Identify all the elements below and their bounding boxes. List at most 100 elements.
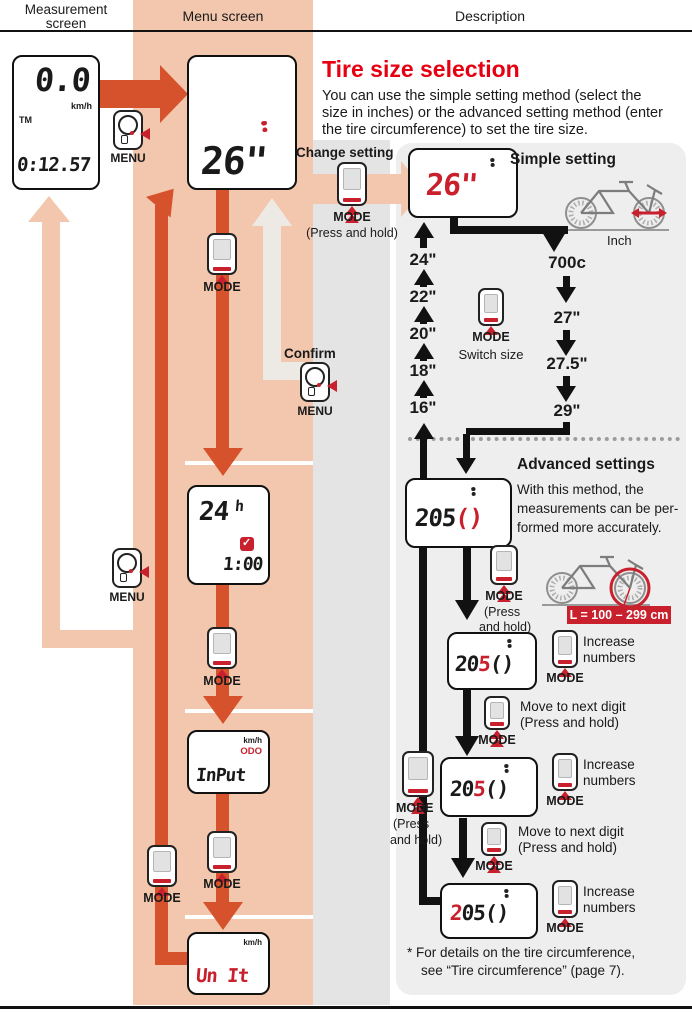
larrow2-s xyxy=(420,320,427,324)
screen-divider-2 xyxy=(185,709,313,713)
elbow1-head xyxy=(542,232,566,252)
mode-button-next2-label: MODE xyxy=(475,859,513,873)
mode-button-next1 xyxy=(484,696,510,747)
speed-unit: km/h xyxy=(70,101,92,111)
time-value: 0:12.57 xyxy=(16,154,92,176)
larrow-top-shaft xyxy=(420,236,427,248)
size-29: 29" xyxy=(553,401,581,420)
mode-button-switch-label: MODE xyxy=(472,330,510,344)
clock-24-value: 24 xyxy=(197,497,230,527)
mode-path-1 xyxy=(216,190,229,458)
mode-button-nav1-label: MODE xyxy=(203,280,241,294)
menu-loop-hline xyxy=(155,952,187,965)
menu-loop-vline xyxy=(155,205,168,957)
move-next-1-hold: (Press and hold) xyxy=(520,715,620,730)
size-24: 24" xyxy=(409,250,437,269)
tire-size-value: 26" xyxy=(199,139,269,183)
mode-button-change-setting xyxy=(337,162,367,223)
adv-arrow3-shaft xyxy=(459,818,467,860)
mode-button-nav3 xyxy=(207,831,237,882)
mode-button-adv2-label: MODE xyxy=(546,671,584,685)
larrow-top-head xyxy=(414,222,434,238)
mode-button-adv1 xyxy=(490,545,518,602)
advanced-line-1: With this method, the xyxy=(517,482,644,497)
tire-icon xyxy=(259,121,270,132)
size-22: 22" xyxy=(409,287,437,306)
adv4-increase-1: Increase xyxy=(583,884,635,899)
confirm-label: Confirm xyxy=(284,346,336,361)
mode-button-adv3 xyxy=(552,753,578,800)
size-27: 27" xyxy=(553,308,581,327)
rarrow1-shaft xyxy=(563,276,570,288)
header-menu-screen: Menu screen xyxy=(182,8,264,24)
adv1-press-label: (Press xyxy=(484,605,521,619)
adv3-increase-2: numbers xyxy=(583,773,636,788)
mode-path-3-head xyxy=(203,902,243,930)
menu-button-top xyxy=(113,110,150,150)
page-title: Tire size selection xyxy=(322,56,520,82)
tire-icon-adv1 xyxy=(469,487,478,496)
rarrow2-head xyxy=(556,340,576,356)
larrow3-s xyxy=(420,357,427,361)
elbow1-v xyxy=(450,218,458,230)
adv-arrow3-head xyxy=(451,858,475,878)
mode-button-switch-size xyxy=(478,288,504,335)
mode-button-loop-label: MODE xyxy=(143,891,181,905)
bike-inch-illustration xyxy=(563,180,669,231)
size-27-5: 27.5" xyxy=(546,354,588,373)
larrow1-s xyxy=(420,283,427,287)
menu-button-confirm-label: MENU xyxy=(297,404,333,418)
press-hold-label: (Press and hold) xyxy=(306,226,398,240)
rarrow3-shaft xyxy=(563,376,570,387)
elbow2-shaft xyxy=(463,434,470,460)
input-kmh-label: km/h xyxy=(243,736,262,745)
check-icon xyxy=(240,536,254,551)
intro-line-3: the tire circumference) to set the tire … xyxy=(322,122,588,138)
mode-button-loop xyxy=(147,845,177,896)
mode-button-adv1-label: MODE xyxy=(485,589,523,603)
unit-text: Un It xyxy=(195,965,250,987)
size-20: 20" xyxy=(409,324,437,343)
advanced-lcd-4: 205() xyxy=(440,883,538,939)
clock-time-value: 1:00 xyxy=(221,554,263,575)
bottom-rule xyxy=(0,1006,692,1009)
return-hold-label: and hold) xyxy=(390,833,443,847)
menu-lcd-tire: 26" xyxy=(187,55,297,190)
menu-button-return xyxy=(112,548,149,588)
larrow1 xyxy=(414,269,434,285)
intro-line-2: size in inches) or the advanced setting … xyxy=(322,105,663,121)
advanced-line-3: formed more accurately. xyxy=(517,520,662,535)
advanced-lcd-1-digits: 205() xyxy=(413,504,484,532)
rarrow3-head xyxy=(556,386,576,402)
move-next-1: Move to next digit xyxy=(520,699,626,714)
menu-button-confirm xyxy=(300,362,337,402)
mode-button-nav2 xyxy=(207,627,237,678)
loop-to-16-head xyxy=(414,423,434,439)
larrow3 xyxy=(414,343,434,359)
return-path-hline xyxy=(42,630,137,648)
change-setting-label: Change setting xyxy=(296,145,394,160)
input-text: InPut xyxy=(195,765,247,786)
circumference-range-badge: L = 100 – 299 cm xyxy=(567,606,671,624)
mode-button-next1-label: MODE xyxy=(478,733,516,747)
elbow2-h xyxy=(466,428,570,435)
speed-value: 0.0 xyxy=(33,61,92,99)
tire-icon-adv3 xyxy=(502,764,511,773)
adv-arrow1-head xyxy=(455,600,479,620)
move-next-2: Move to next digit xyxy=(518,824,624,839)
unit-kmh-label: km/h xyxy=(243,938,262,947)
menu-lcd-clock: 24 h 1:00 xyxy=(187,485,270,585)
tm-label: TM xyxy=(19,115,32,125)
simple-advanced-separator xyxy=(408,437,680,441)
adv-arrow2-shaft xyxy=(463,690,471,738)
mode-path-2-head xyxy=(203,696,243,724)
gutter-strip xyxy=(313,140,390,1005)
mode-button-next2 xyxy=(481,822,507,873)
screen-divider-3 xyxy=(185,915,313,919)
enter-menu-arrow-shaft xyxy=(100,80,162,108)
rarrow1-head xyxy=(556,287,576,303)
mode-button-nav1 xyxy=(207,233,237,284)
mode-button-nav3-label: MODE xyxy=(203,877,241,891)
elbow1-h xyxy=(450,226,568,234)
